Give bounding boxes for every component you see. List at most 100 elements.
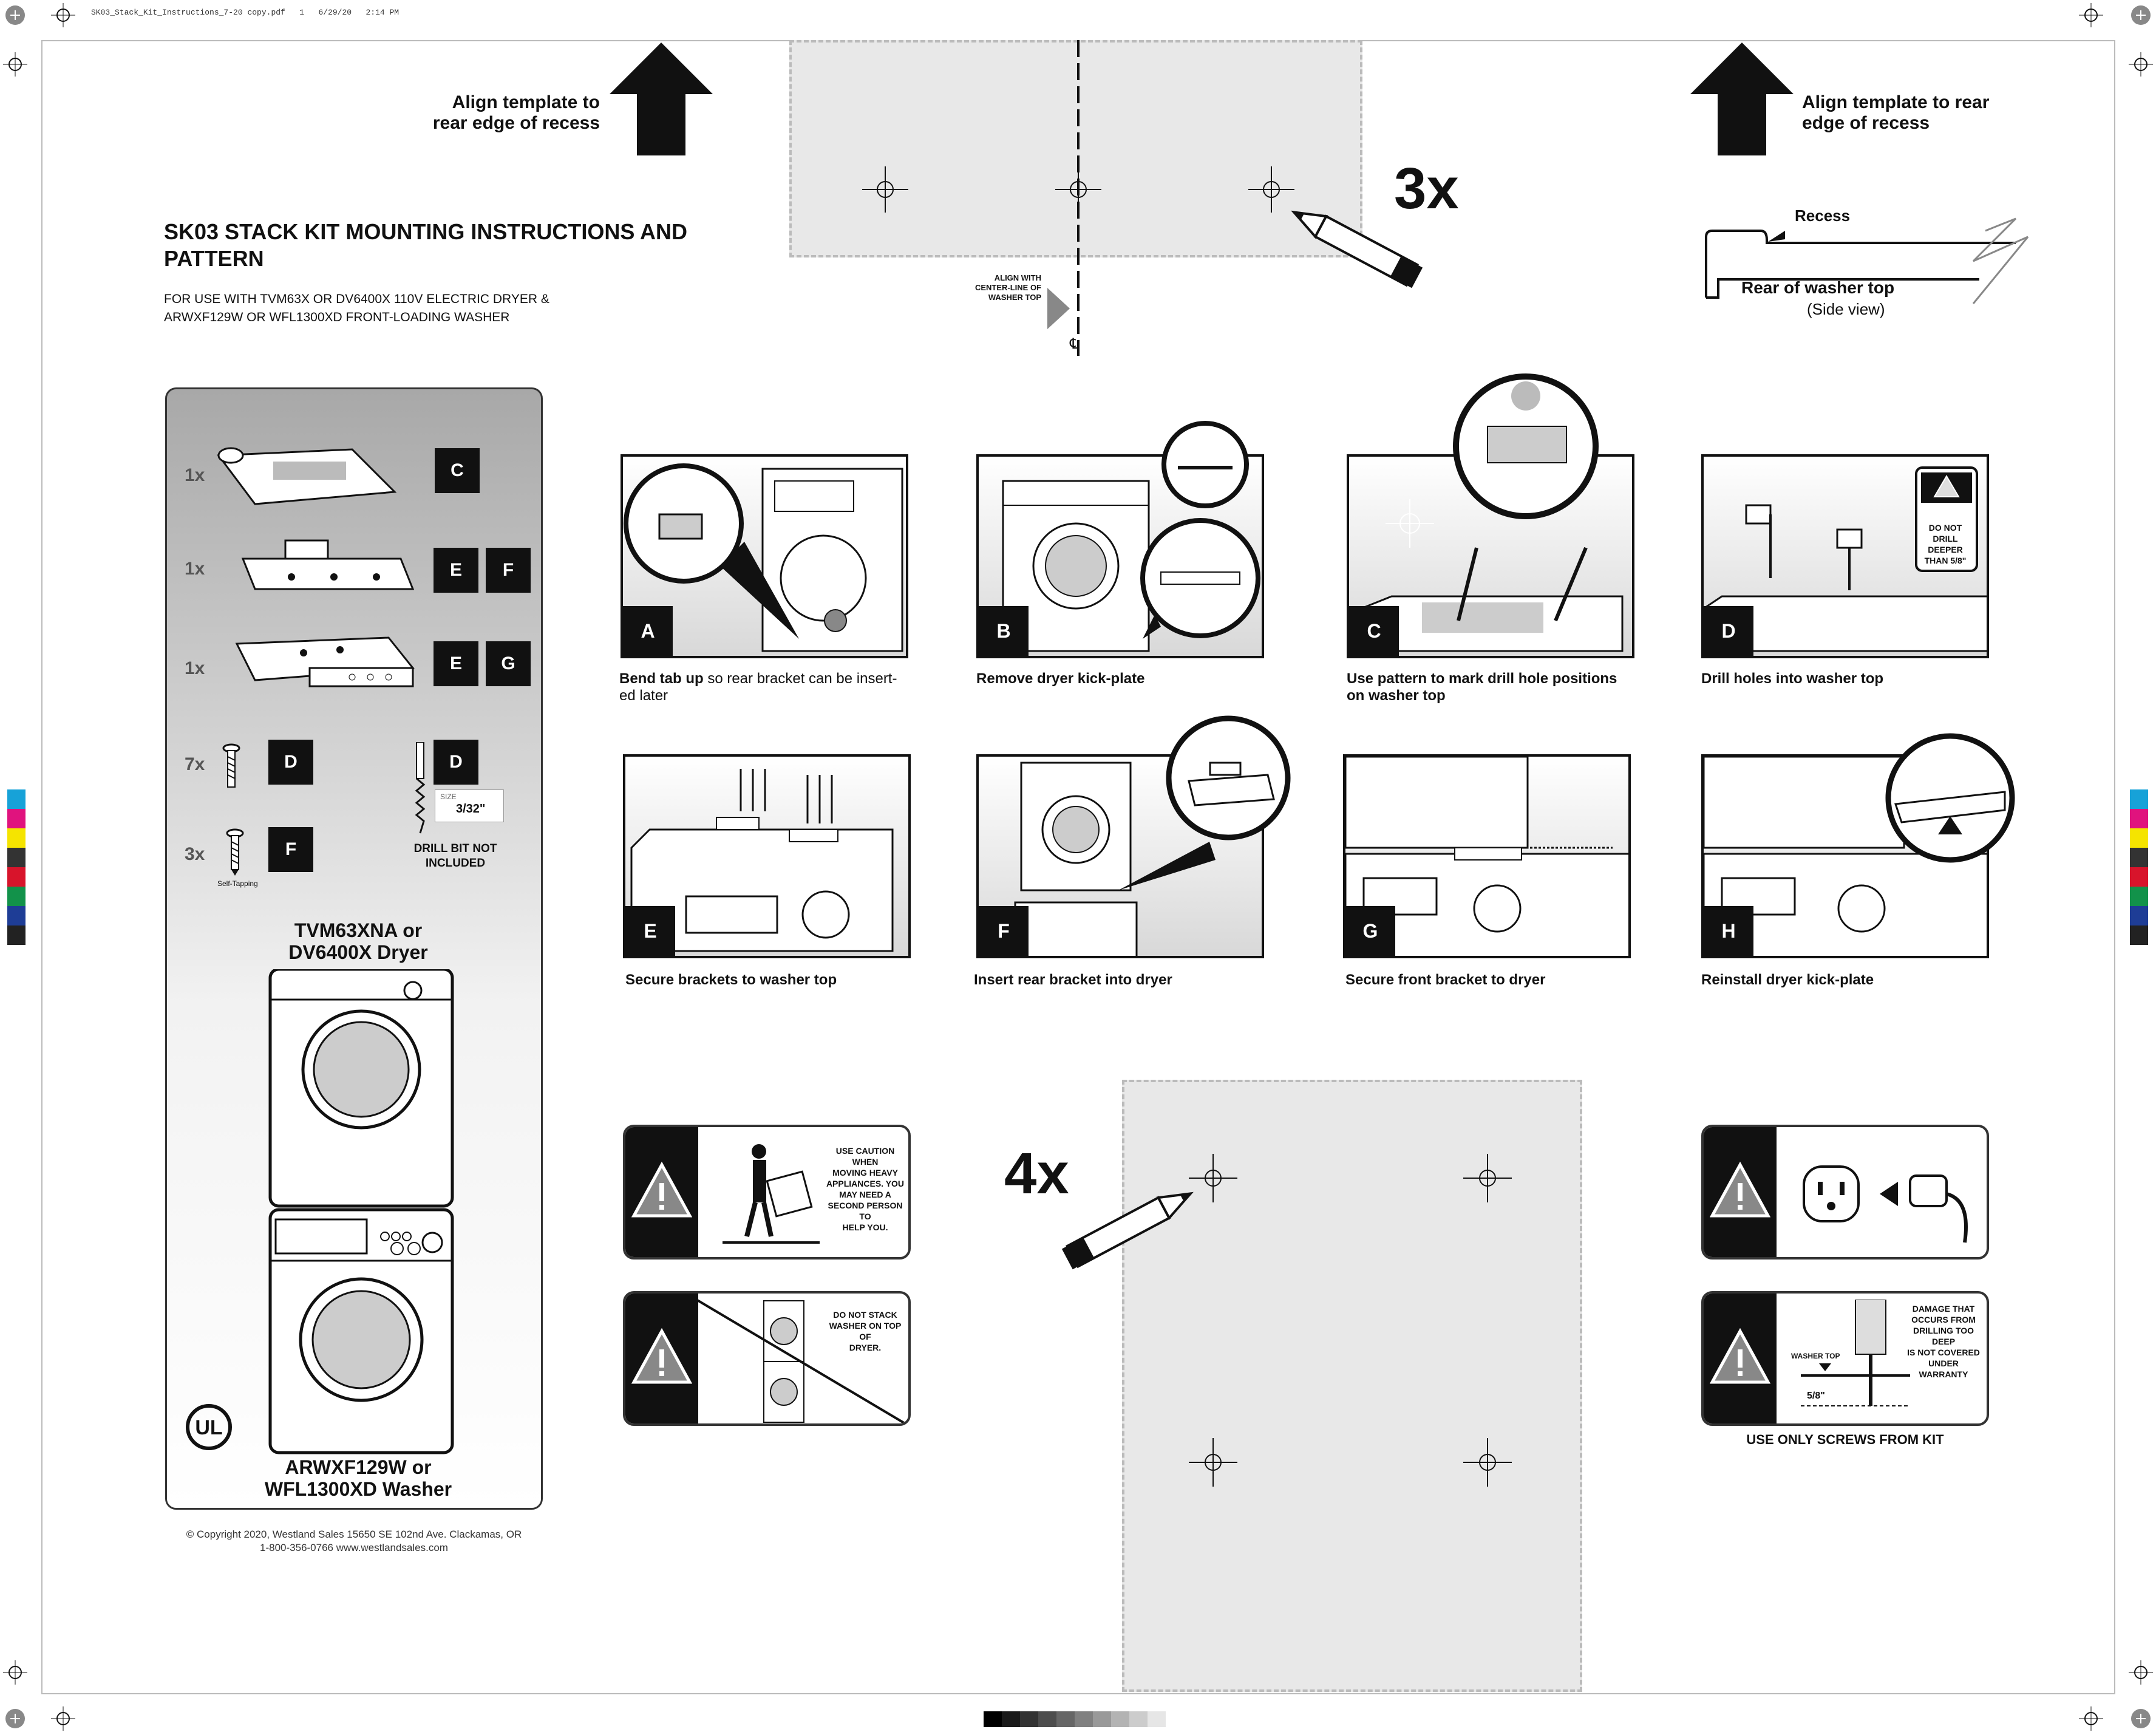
- step-caption: Reinstall dryer kick-plate: [1701, 972, 1993, 989]
- registration-mark-icon: [2131, 5, 2151, 25]
- centerline-note-line: WASHER TOP: [988, 293, 1041, 302]
- washer-model-line: ARWXF129W or: [285, 1456, 432, 1478]
- part-label: G: [486, 641, 531, 686]
- step-caption: Bend tab up so rear bracket can be inser…: [619, 670, 911, 704]
- color-bar-left: [7, 789, 26, 945]
- count-4x: 4x: [1004, 1141, 1069, 1206]
- drill-size-caption: SIZE: [440, 793, 457, 801]
- step-d-illustration: [1704, 466, 1987, 652]
- registration-mark-icon: [2131, 1709, 2151, 1728]
- subtitle-line: ARWXF129W OR WFL1300XD FRONT-LOADING WAS…: [164, 310, 510, 324]
- step-tag: B: [979, 606, 1029, 656]
- step-tag: G: [1345, 906, 1395, 956]
- do-not-stack-illustration: [685, 1294, 908, 1423]
- step-caption: Insert rear bracket into dryer: [974, 972, 1265, 989]
- warning-line: DAMAGE THAT: [1912, 1304, 1975, 1314]
- screws-note: USE ONLY SCREWS FROM KIT: [1746, 1432, 1944, 1447]
- depth-label: 5/8": [1807, 1391, 1825, 1401]
- step-caption-bold: Secure brackets to washer top: [625, 972, 837, 988]
- warning-line: DO NOT STACK: [833, 1310, 897, 1320]
- align-right-line: edge of recess: [1802, 113, 1930, 133]
- warning-line: MAY NEED A: [839, 1190, 891, 1199]
- drill-bit-icon: [415, 742, 426, 834]
- warning-triangle-icon: [631, 1161, 692, 1218]
- screw-icon: [222, 743, 240, 788]
- up-arrow-icon: [1690, 43, 1794, 155]
- magnifier-f-inset: [1166, 715, 1291, 840]
- washer-model-line: WFL1300XD Washer: [264, 1478, 452, 1500]
- bottom-template-marks: [1189, 1154, 1512, 1487]
- warning-do-not-stack: DO NOT STACK WASHER ON TOP OF DRYER.: [623, 1291, 911, 1426]
- pencil-icon: [1291, 210, 1423, 288]
- part-qty: 3x: [185, 844, 205, 864]
- part-label: E: [434, 641, 478, 686]
- person-carrying-icon: [723, 1144, 820, 1244]
- step-tag: F: [979, 906, 1029, 956]
- magnifier-h-inset: [1885, 733, 2015, 863]
- step-tag: A: [623, 606, 673, 656]
- step-caption-bold: Insert rear bracket into dryer: [974, 972, 1172, 988]
- step-panel-b: B: [976, 454, 1264, 658]
- page-title: SK03 STACK KIT MOUNTING INSTRUCTIONS AND…: [164, 219, 688, 271]
- step-caption: Remove dryer kick-plate: [976, 670, 1268, 687]
- self-tapping-label: Self-Tapping: [217, 879, 258, 888]
- warning-line: APPLIANCES. YOU: [826, 1179, 905, 1188]
- warning-electrical: [1701, 1125, 1989, 1259]
- warning-heavy-text: USE CAUTION WHEN MOVING HEAVY APPLIANCES…: [826, 1145, 905, 1233]
- crosshair-icon: [2129, 52, 2153, 77]
- step-f-illustration: [1014, 762, 1216, 956]
- magnifier-c-inset: [1453, 373, 1599, 519]
- warning-triangle-icon: [1710, 1328, 1770, 1384]
- drill-depth-line: THAN 5/8": [1924, 556, 1967, 565]
- drill-note-line: DRILL BIT NOT: [413, 842, 497, 855]
- step-caption: Secure front bracket to dryer: [1345, 972, 1637, 989]
- step-caption-rest: so rear bracket can be insert-ed later: [619, 670, 897, 704]
- recess-diagram: [1705, 217, 2029, 304]
- step-caption-bold: Remove dryer kick-plate: [976, 670, 1145, 687]
- drill-note: DRILL BIT NOT INCLUDED: [407, 842, 504, 871]
- copyright-line: 1-800-356-0766 www.westlandsales.com: [260, 1542, 448, 1553]
- part-label: F: [268, 827, 313, 872]
- align-left-text: Align template to rear edge of recess: [340, 92, 600, 134]
- step-panel-a: A: [621, 454, 908, 658]
- dryer-model-line: DV6400X Dryer: [288, 941, 428, 963]
- washer-model-label: ARWXF129W or WFL1300XD Washer: [243, 1456, 474, 1500]
- registration-mark-icon: [5, 1709, 25, 1728]
- part-qty: 1x: [185, 465, 205, 485]
- copyright-line: © Copyright 2020, Westland Sales 15650 S…: [186, 1529, 522, 1540]
- up-arrow-icon: [610, 43, 713, 155]
- step-panel-c: C: [1347, 454, 1634, 658]
- centerline-note-line: CENTER-LINE OF: [974, 283, 1041, 292]
- part-qty: 7x: [185, 754, 205, 774]
- template-sheet-icon: [217, 447, 397, 505]
- step-a-illustration: [624, 463, 903, 652]
- drill-note-line: INCLUDED: [425, 857, 486, 870]
- part-label: C: [435, 448, 480, 493]
- warning-drill-depth: WASHER TOP 5/8" DAMAGE THAT OCCURS FROM …: [1701, 1291, 1989, 1426]
- outlet-icon: [1803, 1165, 1860, 1222]
- step-caption-bold: Secure front bracket to dryer: [1345, 972, 1546, 988]
- registration-mark-icon: [5, 5, 25, 25]
- crosshair-icon: [51, 3, 75, 27]
- step-panel-e: E: [623, 754, 911, 958]
- crosshair-icon: [3, 52, 27, 77]
- part-label: F: [486, 548, 531, 593]
- warning-line: HELP YOU.: [842, 1222, 888, 1232]
- step-b-illustration: [1002, 480, 1260, 652]
- step-tag: E: [625, 906, 675, 956]
- part-label: E: [434, 548, 478, 593]
- step-caption-bold: Reinstall dryer kick-plate: [1701, 972, 1874, 988]
- color-bar-right: [2130, 789, 2148, 945]
- step-caption: Drill holes into washer top: [1701, 670, 1993, 687]
- gray-scale-bar: [984, 1711, 1166, 1727]
- align-right-line: Align template to rear: [1802, 92, 1990, 112]
- warning-heavy-appliances: USE CAUTION WHEN MOVING HEAVY APPLIANCES…: [623, 1125, 911, 1259]
- warning-line: UNDER WARRANTY: [1919, 1358, 1968, 1379]
- warning-stack-text: DO NOT STACK WASHER ON TOP OF DRYER.: [826, 1309, 905, 1353]
- stacked-appliances-illustration: [268, 969, 454, 1454]
- warning-line: SECOND PERSON TO: [828, 1201, 903, 1221]
- part-label: D: [434, 740, 478, 785]
- rear-washer-top-label: Rear of washer top: [1741, 278, 1895, 297]
- drill-depth-line: DRILL: [1933, 534, 1958, 544]
- step-caption-bold: Drill holes into washer top: [1701, 670, 1884, 687]
